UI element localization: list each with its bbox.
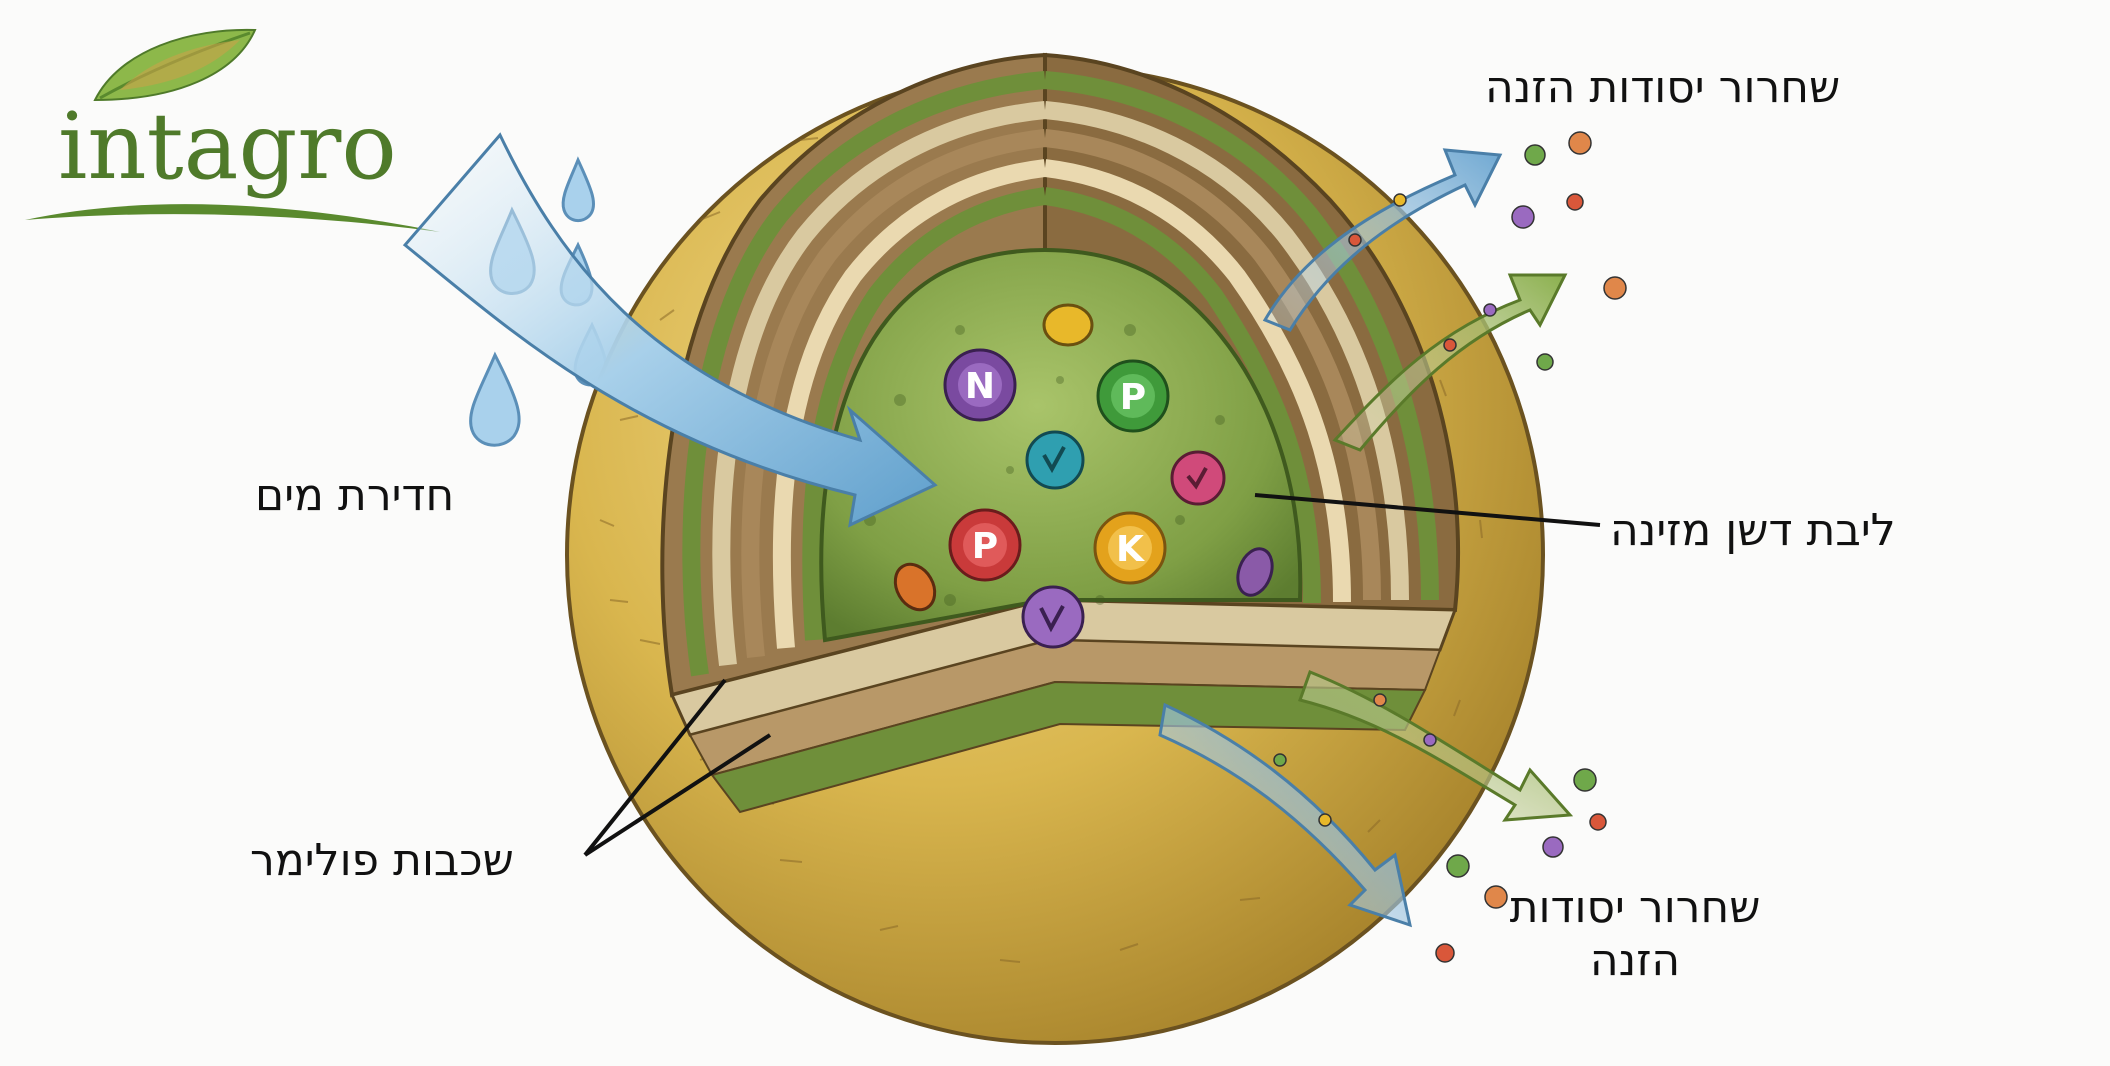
logo-swoosh <box>25 204 440 232</box>
nutrient-label: K <box>1116 529 1145 570</box>
water-drop-icon <box>469 351 521 447</box>
nutrient-p-red: P <box>948 508 1022 582</box>
release-arrow-top-blue <box>1262 148 1503 332</box>
polymer-layers <box>682 71 1439 677</box>
released-particles <box>1273 131 1627 963</box>
polymer-layers-label: שכבות פולימר <box>250 835 514 886</box>
nutrient-k: K <box>1093 511 1167 585</box>
layers-leader-line-1 <box>583 678 727 857</box>
nutrient-core-label: ליבת דשן מזינה <box>1610 505 1896 556</box>
nutrient-granules: N P P K <box>893 303 1274 649</box>
nutrient-purple-small <box>1236 547 1274 597</box>
nutrient-violet <box>1021 585 1085 649</box>
water-penetration-label: חדירת מים <box>255 470 455 521</box>
release-arrow-bottom-green <box>1298 670 1574 822</box>
logo-text: intagro <box>58 93 397 200</box>
nutrient-release-top-label: שחרור יסודות הזנה <box>1485 62 1841 113</box>
nutrient-release-bottom-label: שחרור יסודות הזנה <box>1509 882 1761 986</box>
nutrient-label: P <box>972 526 998 567</box>
leader-lines <box>583 493 1601 857</box>
release-arrow-top-green <box>1332 273 1568 452</box>
nutrient-orange <box>893 562 937 612</box>
water-arrow <box>402 132 938 528</box>
nutrient-label: P <box>1120 377 1146 418</box>
release-arrow-bottom-blue <box>1158 702 1413 928</box>
water-drop-icon <box>561 156 595 223</box>
nutrient-pink <box>1170 450 1226 506</box>
core-leader-line <box>1254 493 1601 527</box>
nutrient-teal <box>1025 430 1085 490</box>
layers-leader-line-2 <box>583 733 772 857</box>
nutrient-label: N <box>965 366 995 407</box>
logo: intagro <box>25 28 440 232</box>
nutrient-p-green: P <box>1096 359 1170 433</box>
nutrient-n: N <box>943 348 1017 422</box>
nutrient-yellow <box>1042 303 1094 347</box>
